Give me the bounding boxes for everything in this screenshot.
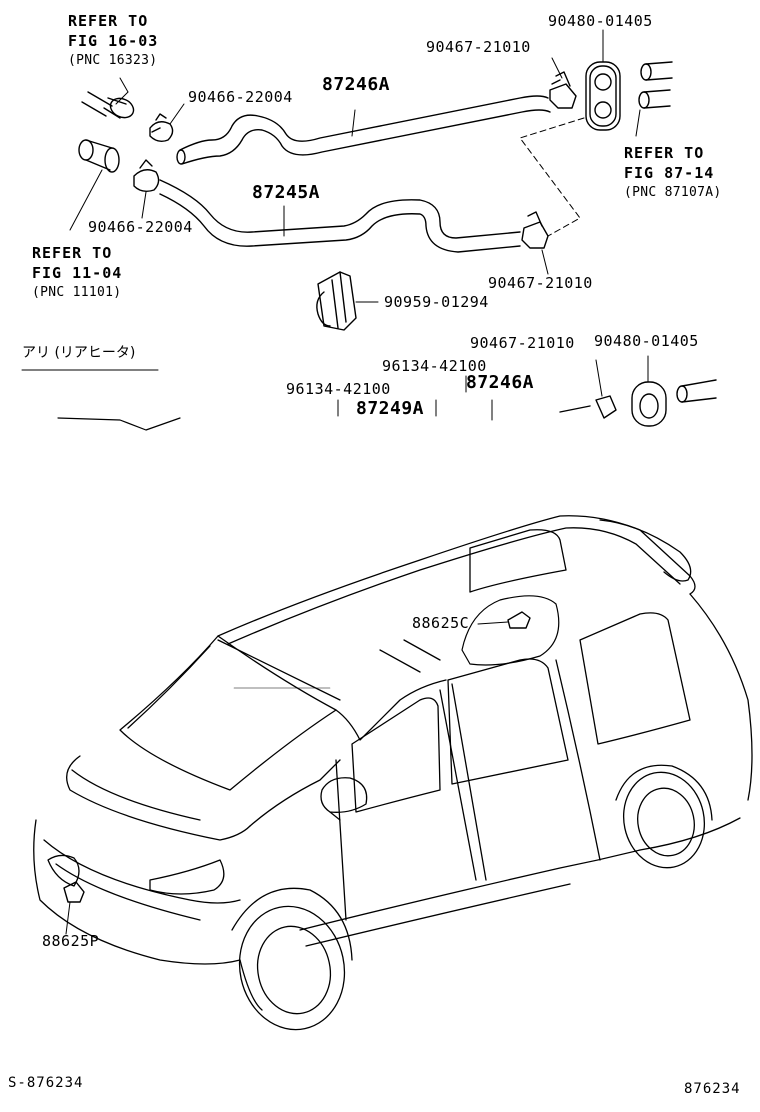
footer-right-code: 876234 xyxy=(684,1081,741,1097)
section-arrow xyxy=(57,417,181,431)
ref-bottom-left-pnc: (PNC 11101) xyxy=(32,285,122,300)
sensor-88625p xyxy=(63,881,85,935)
hose-87245a-label: 87245A xyxy=(252,182,321,203)
hose-clamp-90466-top xyxy=(149,103,185,143)
vehicle-outline xyxy=(33,515,753,1031)
ref-right-line2: FIG 87-14 xyxy=(624,164,715,182)
hose-clamp-90466-mid xyxy=(133,159,160,219)
hose-87245a xyxy=(159,179,521,253)
part-90467-top: 90467-21010 xyxy=(426,38,531,56)
part-90466-mid: 90466-22004 xyxy=(88,218,193,236)
sensor-88625c xyxy=(461,595,560,666)
dashed-reference-line xyxy=(519,117,585,237)
hose-clamp-90467-mid xyxy=(521,211,549,275)
section-note: アリ (リアヒータ) xyxy=(22,345,136,361)
part-90467-mid: 90467-21010 xyxy=(488,274,593,292)
hose-clamp-90467-top xyxy=(549,57,577,109)
ref-top-left-line1: REFER TO xyxy=(68,12,149,30)
part-90480-top: 90480-01405 xyxy=(548,12,653,30)
ref-top-left-pnc: (PNC 16323) xyxy=(68,53,158,68)
part-90466-top: 90466-22004 xyxy=(188,88,293,106)
ref-right-line1: REFER TO xyxy=(624,144,705,162)
hose-87249a-label: 87249A xyxy=(356,398,425,419)
ref-bottom-left-line2: FIG 11-04 xyxy=(32,264,123,282)
footer-left-code: S-876234 xyxy=(8,1075,84,1091)
part-90959: 90959-01294 xyxy=(384,293,489,311)
ref-bottom-left-line1: REFER TO xyxy=(32,244,113,262)
part-96134-left: 96134-42100 xyxy=(286,380,391,398)
part-90480-low: 90480-01405 xyxy=(594,332,699,350)
sensor-88625c-label: 88625C xyxy=(412,614,470,632)
hose-87246a-low-label: 87246A xyxy=(466,372,535,393)
hose-87246a-top xyxy=(176,95,551,165)
sensor-88625p-label: 88625P xyxy=(42,932,100,950)
ref-top-left-line2: FIG 16-03 xyxy=(68,32,159,50)
grommet-90480-top xyxy=(585,29,621,131)
part-96134-right: 96134-42100 xyxy=(382,357,487,375)
pipe-stub-mid-left xyxy=(69,139,120,231)
hose-detail-lower xyxy=(337,355,717,427)
hose-holder-90959 xyxy=(316,271,379,331)
pipe-stub-top-left xyxy=(81,77,135,119)
pipe-stubs-top-right xyxy=(635,61,673,137)
ref-right-pnc: (PNC 87107A) xyxy=(624,185,722,200)
part-90467-low: 90467-21010 xyxy=(470,334,575,352)
hose-87246a-top-label: 87246A xyxy=(322,74,391,95)
